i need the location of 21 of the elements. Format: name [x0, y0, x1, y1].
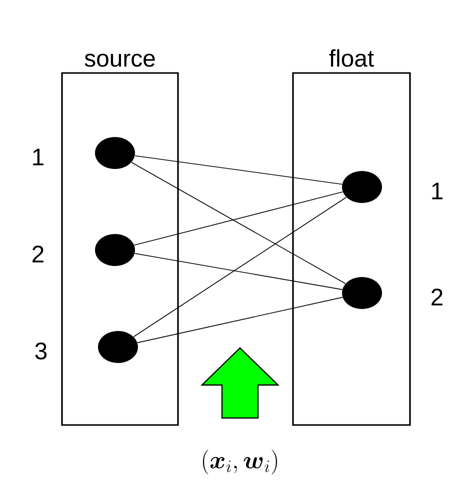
dot	[342, 277, 382, 309]
connecting-line	[131, 162, 346, 284]
dot	[95, 137, 135, 169]
index-number: 2	[32, 246, 44, 262]
connecting-line	[134, 253, 343, 290]
column-box: source	[61, 54, 179, 426]
dot	[95, 234, 135, 266]
dot	[98, 331, 138, 363]
index-number: 2	[432, 288, 442, 306]
index-number: 1	[432, 182, 442, 200]
connecting-line	[133, 196, 347, 338]
dot	[342, 171, 382, 203]
connecting-line	[134, 192, 344, 246]
index-number: 3	[35, 342, 47, 360]
index-number: 1	[33, 148, 44, 166]
node-label: float	[329, 49, 374, 67]
node-label: source	[84, 54, 155, 67]
formula-label: $(\boldsymbol{x}_i,\boldsymbol{w}_i)$	[202, 450, 278, 474]
connecting-line	[137, 296, 343, 344]
connecting-line	[134, 155, 342, 185]
column-box: float	[292, 49, 411, 426]
